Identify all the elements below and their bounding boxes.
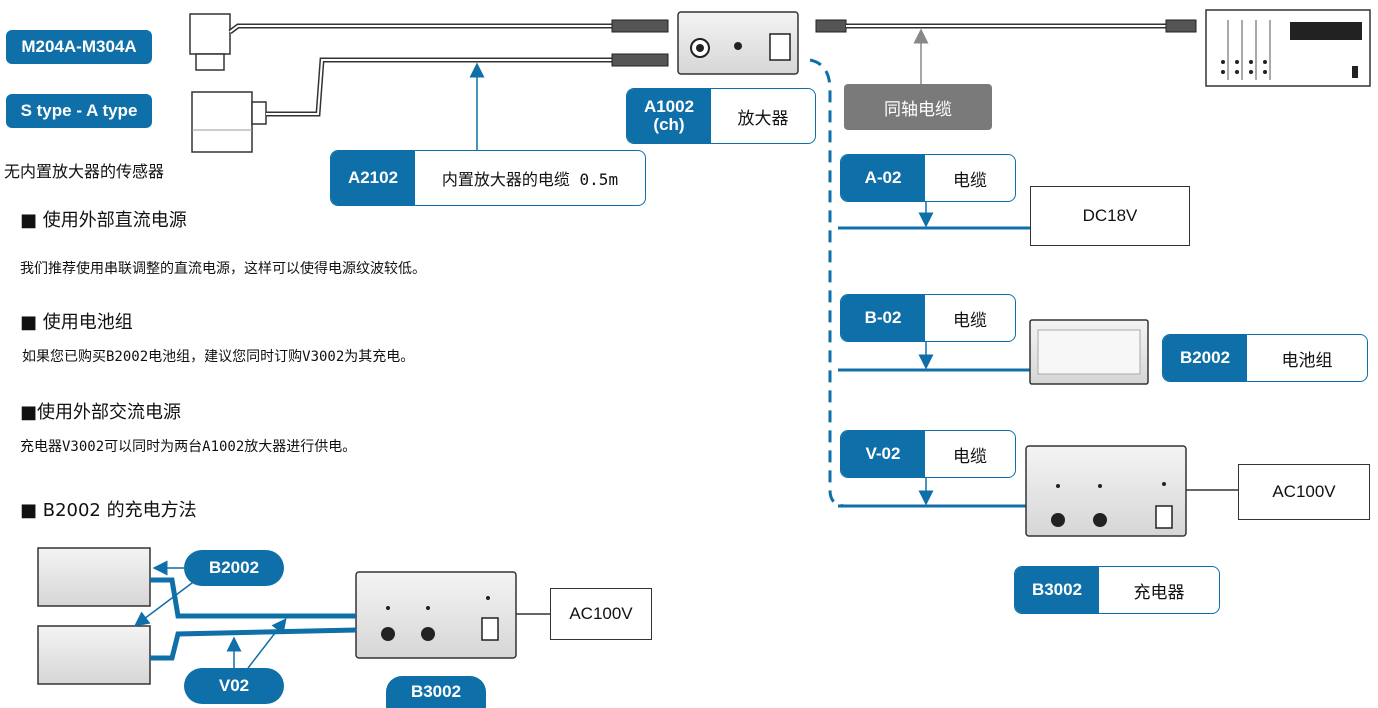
power-option-v02: V-02 电缆	[840, 430, 1016, 478]
stype-label: S type - A type	[6, 94, 152, 128]
power-option-desc: 电缆	[953, 170, 987, 191]
recorder-device-icon	[1205, 9, 1371, 87]
m204-label: M204A-M304A	[6, 30, 152, 64]
amplifier-tag: A1002 (ch) 放大器	[626, 88, 816, 144]
charging-diagram	[37, 547, 550, 685]
section-heading-dc: ■ 使用外部直流电源	[20, 210, 187, 231]
a2102-desc: 内置放大器的电缆 0.5m	[441, 170, 619, 189]
battery-code: B2002	[1163, 335, 1247, 381]
power-lines	[838, 226, 1030, 508]
power-option-code: B-02	[841, 295, 925, 341]
charger-tag: B3002 充电器	[1014, 566, 1220, 614]
power-option-desc: 电缆	[953, 310, 987, 331]
section-heading-charging: ■ B2002 的充电方法	[20, 500, 197, 521]
battery-device-icon	[1029, 319, 1149, 385]
charging-cable-label: V02	[184, 668, 284, 704]
amplifier-code: A1002 (ch)	[627, 89, 711, 143]
power-option-desc: 电缆	[953, 446, 987, 467]
power-option-code: V-02	[841, 431, 925, 477]
section-heading-ac: ■使用外部交流电源	[20, 402, 182, 423]
section-text-ac: 充电器V3002可以同时为两台A1002放大器进行供电。	[20, 439, 357, 455]
section-text-battery: 如果您已购买B2002电池组，建议您同时订购V3002为其充电。	[22, 349, 415, 365]
power-option-a02: A-02 电缆	[840, 154, 1016, 202]
battery-desc: 电池组	[1281, 350, 1333, 371]
a2102-tag: A2102 内置放大器的电缆 0.5m	[330, 150, 646, 206]
dc-supply-box: DC18V	[1030, 186, 1190, 246]
charger-code: B3002	[1015, 567, 1099, 613]
charging-ac-box: AC100V	[550, 588, 652, 640]
battery-tag: B2002 电池组	[1162, 334, 1368, 382]
section-text-dc: 我们推荐使用串联调整的直流电源，这样可以使得电源纹波较低。	[20, 261, 426, 277]
coax-label: 同轴电缆	[844, 84, 992, 130]
power-option-b02: B-02 电缆	[840, 294, 1016, 342]
charger-device-icon	[1025, 445, 1187, 537]
coax-cable	[815, 19, 1197, 33]
charging-battery-label: B2002	[184, 550, 284, 586]
power-option-code: A-02	[841, 155, 925, 201]
sensor-caption: 无内置放大器的传感器	[4, 162, 165, 181]
stype-sensor-icon	[191, 91, 267, 153]
section-heading-battery: ■ 使用电池组	[20, 312, 133, 333]
charging-charger-label: B3002	[386, 676, 486, 708]
charger-desc: 充电器	[1133, 582, 1185, 603]
m204-sensor-icon	[189, 13, 231, 71]
amplifier-device-icon	[677, 11, 799, 75]
a2102-code: A2102	[331, 151, 415, 205]
amplifier-desc: 放大器	[737, 108, 789, 129]
sensor-cables	[228, 19, 669, 117]
ac-supply-box: AC100V	[1238, 464, 1370, 520]
